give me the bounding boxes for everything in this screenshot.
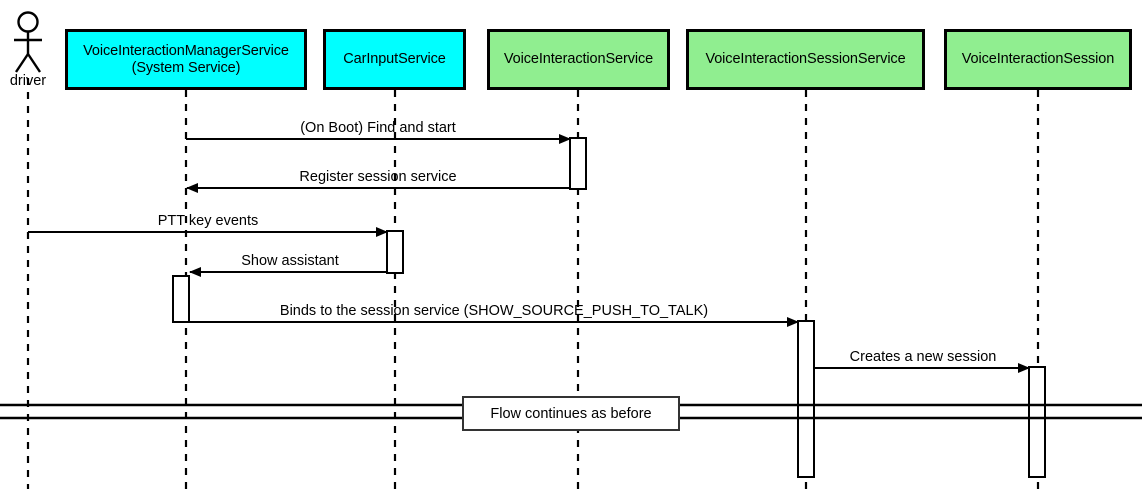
- participant-label: VoiceInteractionManagerService (System S…: [83, 42, 289, 76]
- participant-label: CarInputService: [343, 51, 446, 67]
- participant-label: VoiceInteractionSession: [961, 51, 1115, 67]
- participant-label: VoiceInteractionSessionService: [705, 51, 906, 67]
- divider-note: Flow continues as before: [462, 396, 680, 431]
- participant-box-4[interactable]: VoiceInteractionSession: [944, 29, 1132, 90]
- activation-bars-group: [172, 137, 1046, 478]
- participant-label: VoiceInteractionService: [503, 51, 654, 67]
- message-label-2: PTT key events: [157, 213, 259, 229]
- actor-stick-figure-icon: [14, 11, 42, 73]
- message-label-4: Binds to the session service (SHOW_SOURC…: [279, 303, 709, 319]
- participant-box-0[interactable]: VoiceInteractionManagerService (System S…: [65, 29, 307, 90]
- participant-box-2[interactable]: VoiceInteractionService: [487, 29, 670, 90]
- activation-bar-2: [172, 275, 190, 323]
- actor-label: driver: [9, 73, 47, 89]
- message-label-3: Show assistant: [241, 253, 339, 269]
- participant-box-3[interactable]: VoiceInteractionSessionService: [686, 29, 925, 90]
- message-arrows-group: [28, 134, 1030, 373]
- activation-bar-1: [386, 230, 404, 274]
- activation-bar-4: [1028, 366, 1046, 478]
- activation-bar-0: [569, 137, 587, 190]
- participant-box-1[interactable]: CarInputService: [323, 29, 466, 90]
- message-label-1: Register session service: [299, 169, 457, 185]
- message-label-5: Creates a new session: [849, 349, 997, 365]
- message-label-0: (On Boot) Find and start: [300, 120, 456, 136]
- activation-bar-3: [797, 320, 815, 478]
